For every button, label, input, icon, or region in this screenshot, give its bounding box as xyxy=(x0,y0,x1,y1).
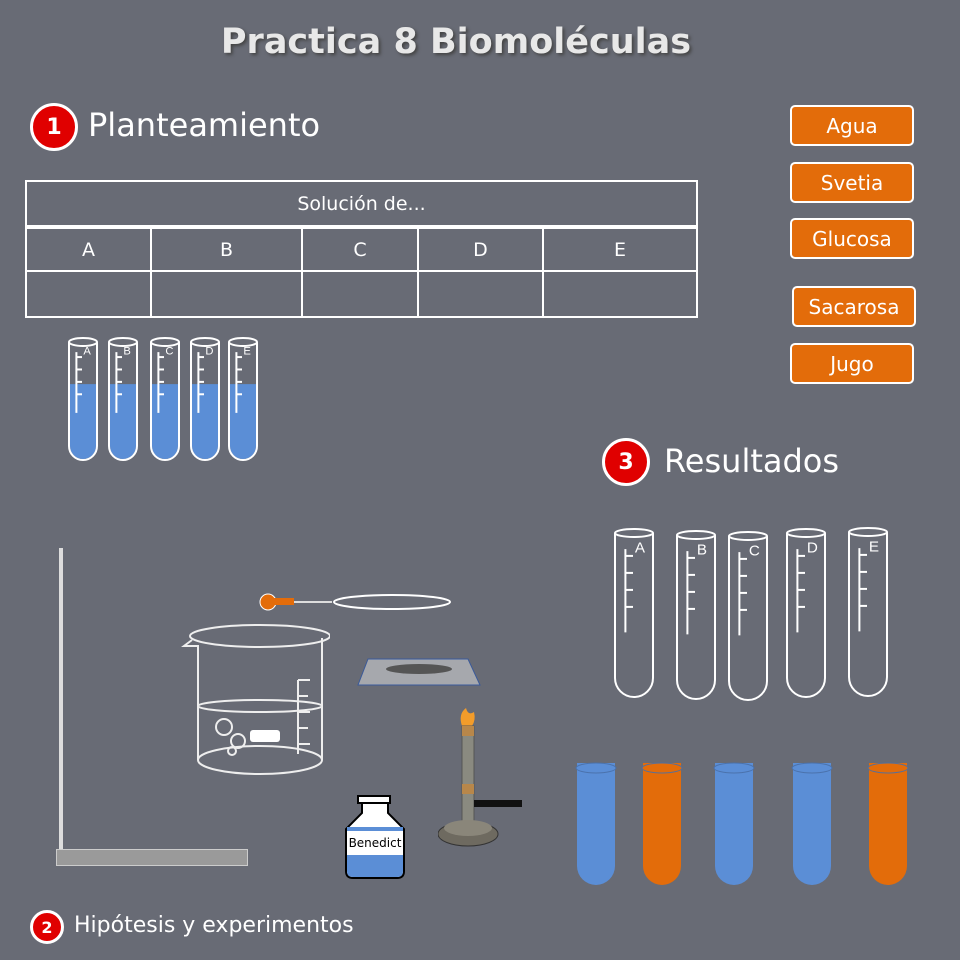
wire-gauze-icon[interactable] xyxy=(356,657,482,687)
table-header: Solución de... xyxy=(25,180,698,228)
column-a: A xyxy=(25,226,152,272)
column-e: E xyxy=(542,226,698,272)
cell-d[interactable] xyxy=(417,270,544,318)
ring-clamp-icon[interactable] xyxy=(258,590,454,614)
jugo-button[interactable]: Jugo xyxy=(790,343,914,384)
section-planteamiento-title: Planteamiento xyxy=(88,106,321,144)
solutions-table: Solución de... A B C D E xyxy=(25,180,698,318)
colored-result-tube-3[interactable] xyxy=(713,762,755,888)
colored-result-tube-1[interactable] xyxy=(575,762,617,888)
sample-tube-e[interactable]: E xyxy=(228,336,258,462)
result-tube-d[interactable]: D xyxy=(786,527,826,699)
page-title: Practica 8 Biomoléculas xyxy=(220,22,692,62)
column-d: D xyxy=(417,226,544,272)
section-3-badge: 3 xyxy=(602,438,650,486)
cell-e[interactable] xyxy=(542,270,698,318)
bunsen-burner-icon[interactable] xyxy=(438,706,524,850)
colored-result-tube-5[interactable] xyxy=(867,762,909,888)
tube-label: D xyxy=(807,540,818,557)
sample-tube-c[interactable]: C xyxy=(150,336,180,462)
bottle-icon xyxy=(345,795,405,879)
tube-label: D xyxy=(205,346,213,358)
tube-label: A xyxy=(635,540,646,557)
tube-label: E xyxy=(869,539,879,556)
bottle-label: Benedict xyxy=(348,836,402,850)
result-tube-e[interactable]: E xyxy=(848,526,888,698)
tube-label: E xyxy=(243,346,250,358)
colored-result-tube-4[interactable] xyxy=(791,762,833,888)
beaker-icon[interactable] xyxy=(180,620,330,785)
tube-label: A xyxy=(83,346,91,358)
colored-result-tube-2[interactable] xyxy=(641,762,683,888)
section-1-badge: 1 xyxy=(30,103,78,151)
result-tube-c[interactable]: C xyxy=(728,530,768,702)
sacarosa-button[interactable]: Sacarosa xyxy=(792,286,916,327)
tube-label: B xyxy=(697,542,707,559)
cell-c[interactable] xyxy=(301,270,419,318)
benedict-bottle[interactable]: Benedict xyxy=(344,795,406,879)
result-tube-a[interactable]: A xyxy=(614,527,654,699)
column-c: C xyxy=(301,226,419,272)
ring-stand-rod xyxy=(59,548,63,852)
section-2-badge: 2 xyxy=(30,910,64,944)
sample-tube-d[interactable]: D xyxy=(190,336,220,462)
section-hipotesis-title: Hipótesis y experimentos xyxy=(74,913,354,938)
agua-button[interactable]: Agua xyxy=(790,105,914,146)
tube-label: B xyxy=(123,346,130,358)
svetia-button[interactable]: Svetia xyxy=(790,162,914,203)
column-b: B xyxy=(150,226,303,272)
cell-a[interactable] xyxy=(25,270,152,318)
section-resultados-title: Resultados xyxy=(664,442,840,480)
sample-tube-b[interactable]: B xyxy=(108,336,138,462)
tube-label: C xyxy=(165,346,173,358)
cell-b[interactable] xyxy=(150,270,303,318)
sample-tube-a[interactable]: A xyxy=(68,336,98,462)
ring-stand-base[interactable] xyxy=(56,849,248,866)
tube-label: C xyxy=(749,543,760,560)
result-tube-b[interactable]: B xyxy=(676,529,716,701)
glucosa-button[interactable]: Glucosa xyxy=(790,218,914,259)
